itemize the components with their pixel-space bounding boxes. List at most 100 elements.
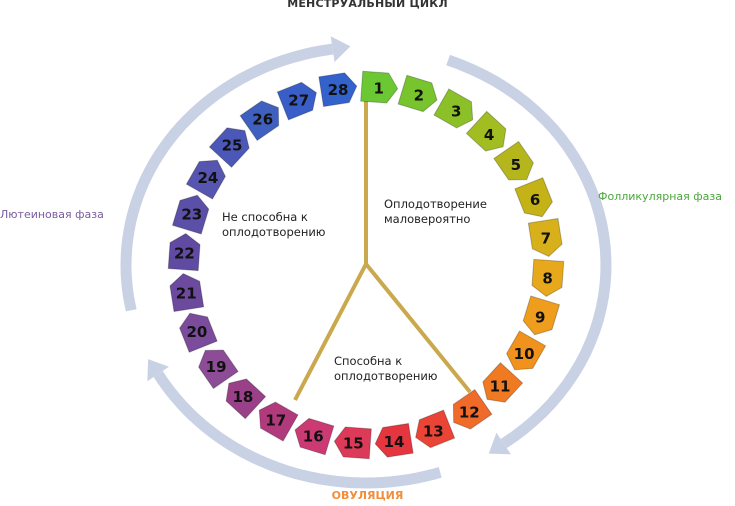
day-shape bbox=[169, 273, 205, 313]
day-number: 3 bbox=[451, 102, 461, 120]
arrow-ovulation-head bbox=[147, 359, 169, 382]
day-marker: 16 bbox=[294, 417, 335, 456]
day-marker: 1 bbox=[360, 70, 399, 104]
day-shape bbox=[514, 177, 553, 218]
day-marker: 12 bbox=[452, 388, 493, 430]
day-shape bbox=[506, 330, 547, 371]
day-number: 8 bbox=[542, 269, 552, 287]
day-shape bbox=[198, 349, 239, 390]
day-shape bbox=[179, 312, 218, 353]
day-number: 5 bbox=[511, 156, 521, 174]
day-marker: 5 bbox=[493, 140, 534, 181]
day-marker: 15 bbox=[333, 426, 372, 460]
arrow-follicular bbox=[446, 54, 612, 449]
ovulation-label: ОВУЛЯЦИЯ bbox=[331, 489, 404, 502]
day-shape bbox=[415, 409, 456, 449]
day-number: 27 bbox=[288, 92, 309, 110]
diagram-title: МЕНСТРУАЛЬНЫЙ ЦИКЛ bbox=[287, 0, 448, 10]
day-number: 6 bbox=[530, 191, 540, 209]
day-shape bbox=[185, 159, 226, 200]
day-marker: 24 bbox=[185, 159, 226, 200]
day-shape bbox=[171, 194, 210, 235]
day-number: 28 bbox=[328, 81, 349, 99]
day-shape bbox=[433, 88, 474, 129]
day-shape bbox=[258, 401, 299, 442]
day-marker: 6 bbox=[514, 177, 553, 218]
day-number: 17 bbox=[265, 412, 286, 430]
day-number: 1 bbox=[373, 79, 383, 97]
day-number: 2 bbox=[414, 87, 424, 105]
day-marker: 7 bbox=[527, 217, 563, 257]
day-number: 19 bbox=[206, 358, 227, 376]
day-number: 22 bbox=[174, 245, 195, 263]
day-number: 20 bbox=[186, 323, 207, 341]
arrow-luteal-head bbox=[330, 36, 351, 62]
divider-to-day17 bbox=[293, 263, 368, 401]
day-shape bbox=[167, 233, 201, 272]
region-fertile: Способна к оплодотворению bbox=[334, 354, 438, 384]
day-shape bbox=[493, 140, 534, 181]
day-shape bbox=[294, 417, 335, 456]
day-shape bbox=[239, 100, 280, 142]
day-number: 16 bbox=[303, 427, 324, 445]
day-shape bbox=[276, 81, 317, 121]
day-number: 12 bbox=[459, 404, 480, 422]
region-dividers bbox=[293, 92, 472, 401]
arrow-follicular-head bbox=[488, 432, 511, 455]
day-marker: 4 bbox=[465, 110, 507, 152]
day-shape bbox=[527, 217, 563, 257]
day-marker: 21 bbox=[169, 273, 205, 313]
cycle-arrows bbox=[120, 36, 612, 489]
day-shape bbox=[452, 388, 493, 430]
day-number: 9 bbox=[535, 309, 545, 327]
day-shape bbox=[225, 378, 267, 420]
day-marker: 13 bbox=[415, 409, 456, 449]
day-marker: 11 bbox=[482, 362, 524, 403]
day-marker: 28 bbox=[318, 72, 358, 108]
day-number: 14 bbox=[384, 433, 405, 451]
follicular-phase-label: Фолликулярная фаза bbox=[598, 190, 722, 203]
day-marker: 23 bbox=[171, 194, 210, 235]
day-marker: 17 bbox=[258, 401, 299, 442]
day-marker: 20 bbox=[179, 312, 218, 353]
day-marker: 14 bbox=[374, 422, 414, 458]
day-marker: 10 bbox=[506, 330, 547, 371]
day-shape bbox=[397, 74, 438, 113]
day-number: 15 bbox=[343, 435, 364, 453]
region-not-fertile-line1: Не способна к bbox=[222, 210, 308, 224]
day-number: 26 bbox=[252, 110, 273, 128]
day-marker: 2 bbox=[397, 74, 438, 113]
day-number: 4 bbox=[484, 126, 494, 144]
day-shape bbox=[531, 258, 565, 297]
region-unlikely-line1: Оплодотворение bbox=[384, 197, 487, 211]
day-shape bbox=[208, 127, 250, 168]
arrow-luteal bbox=[120, 43, 334, 312]
day-marker: 19 bbox=[198, 349, 239, 390]
day-marker: 3 bbox=[433, 88, 474, 129]
day-marker: 27 bbox=[276, 81, 317, 121]
day-marker: 8 bbox=[531, 258, 565, 297]
region-not-fertile-line2: оплодотворению bbox=[222, 225, 326, 239]
divider-to-day12 bbox=[364, 262, 472, 394]
day-shape bbox=[522, 295, 561, 336]
day-marker: 22 bbox=[167, 233, 201, 272]
day-number: 7 bbox=[541, 230, 551, 248]
day-shape bbox=[374, 422, 414, 458]
region-not-fertile: Не способна к оплодотворению bbox=[222, 210, 326, 240]
day-number: 25 bbox=[222, 137, 243, 155]
luteal-phase-label: Лютеиновая фаза bbox=[0, 208, 104, 221]
day-marker: 25 bbox=[208, 127, 250, 168]
day-marker: 26 bbox=[239, 100, 280, 142]
day-number: 18 bbox=[232, 388, 253, 406]
day-shape bbox=[482, 362, 524, 403]
region-unlikely-line2: маловероятно bbox=[384, 212, 471, 226]
region-unlikely: Оплодотворение маловероятно bbox=[384, 197, 487, 227]
region-fertile-line1: Способна к bbox=[334, 354, 403, 368]
day-shape bbox=[318, 72, 358, 108]
day-number: 13 bbox=[423, 422, 444, 440]
region-fertile-line2: оплодотворению bbox=[334, 369, 438, 383]
day-number: 21 bbox=[176, 284, 197, 302]
